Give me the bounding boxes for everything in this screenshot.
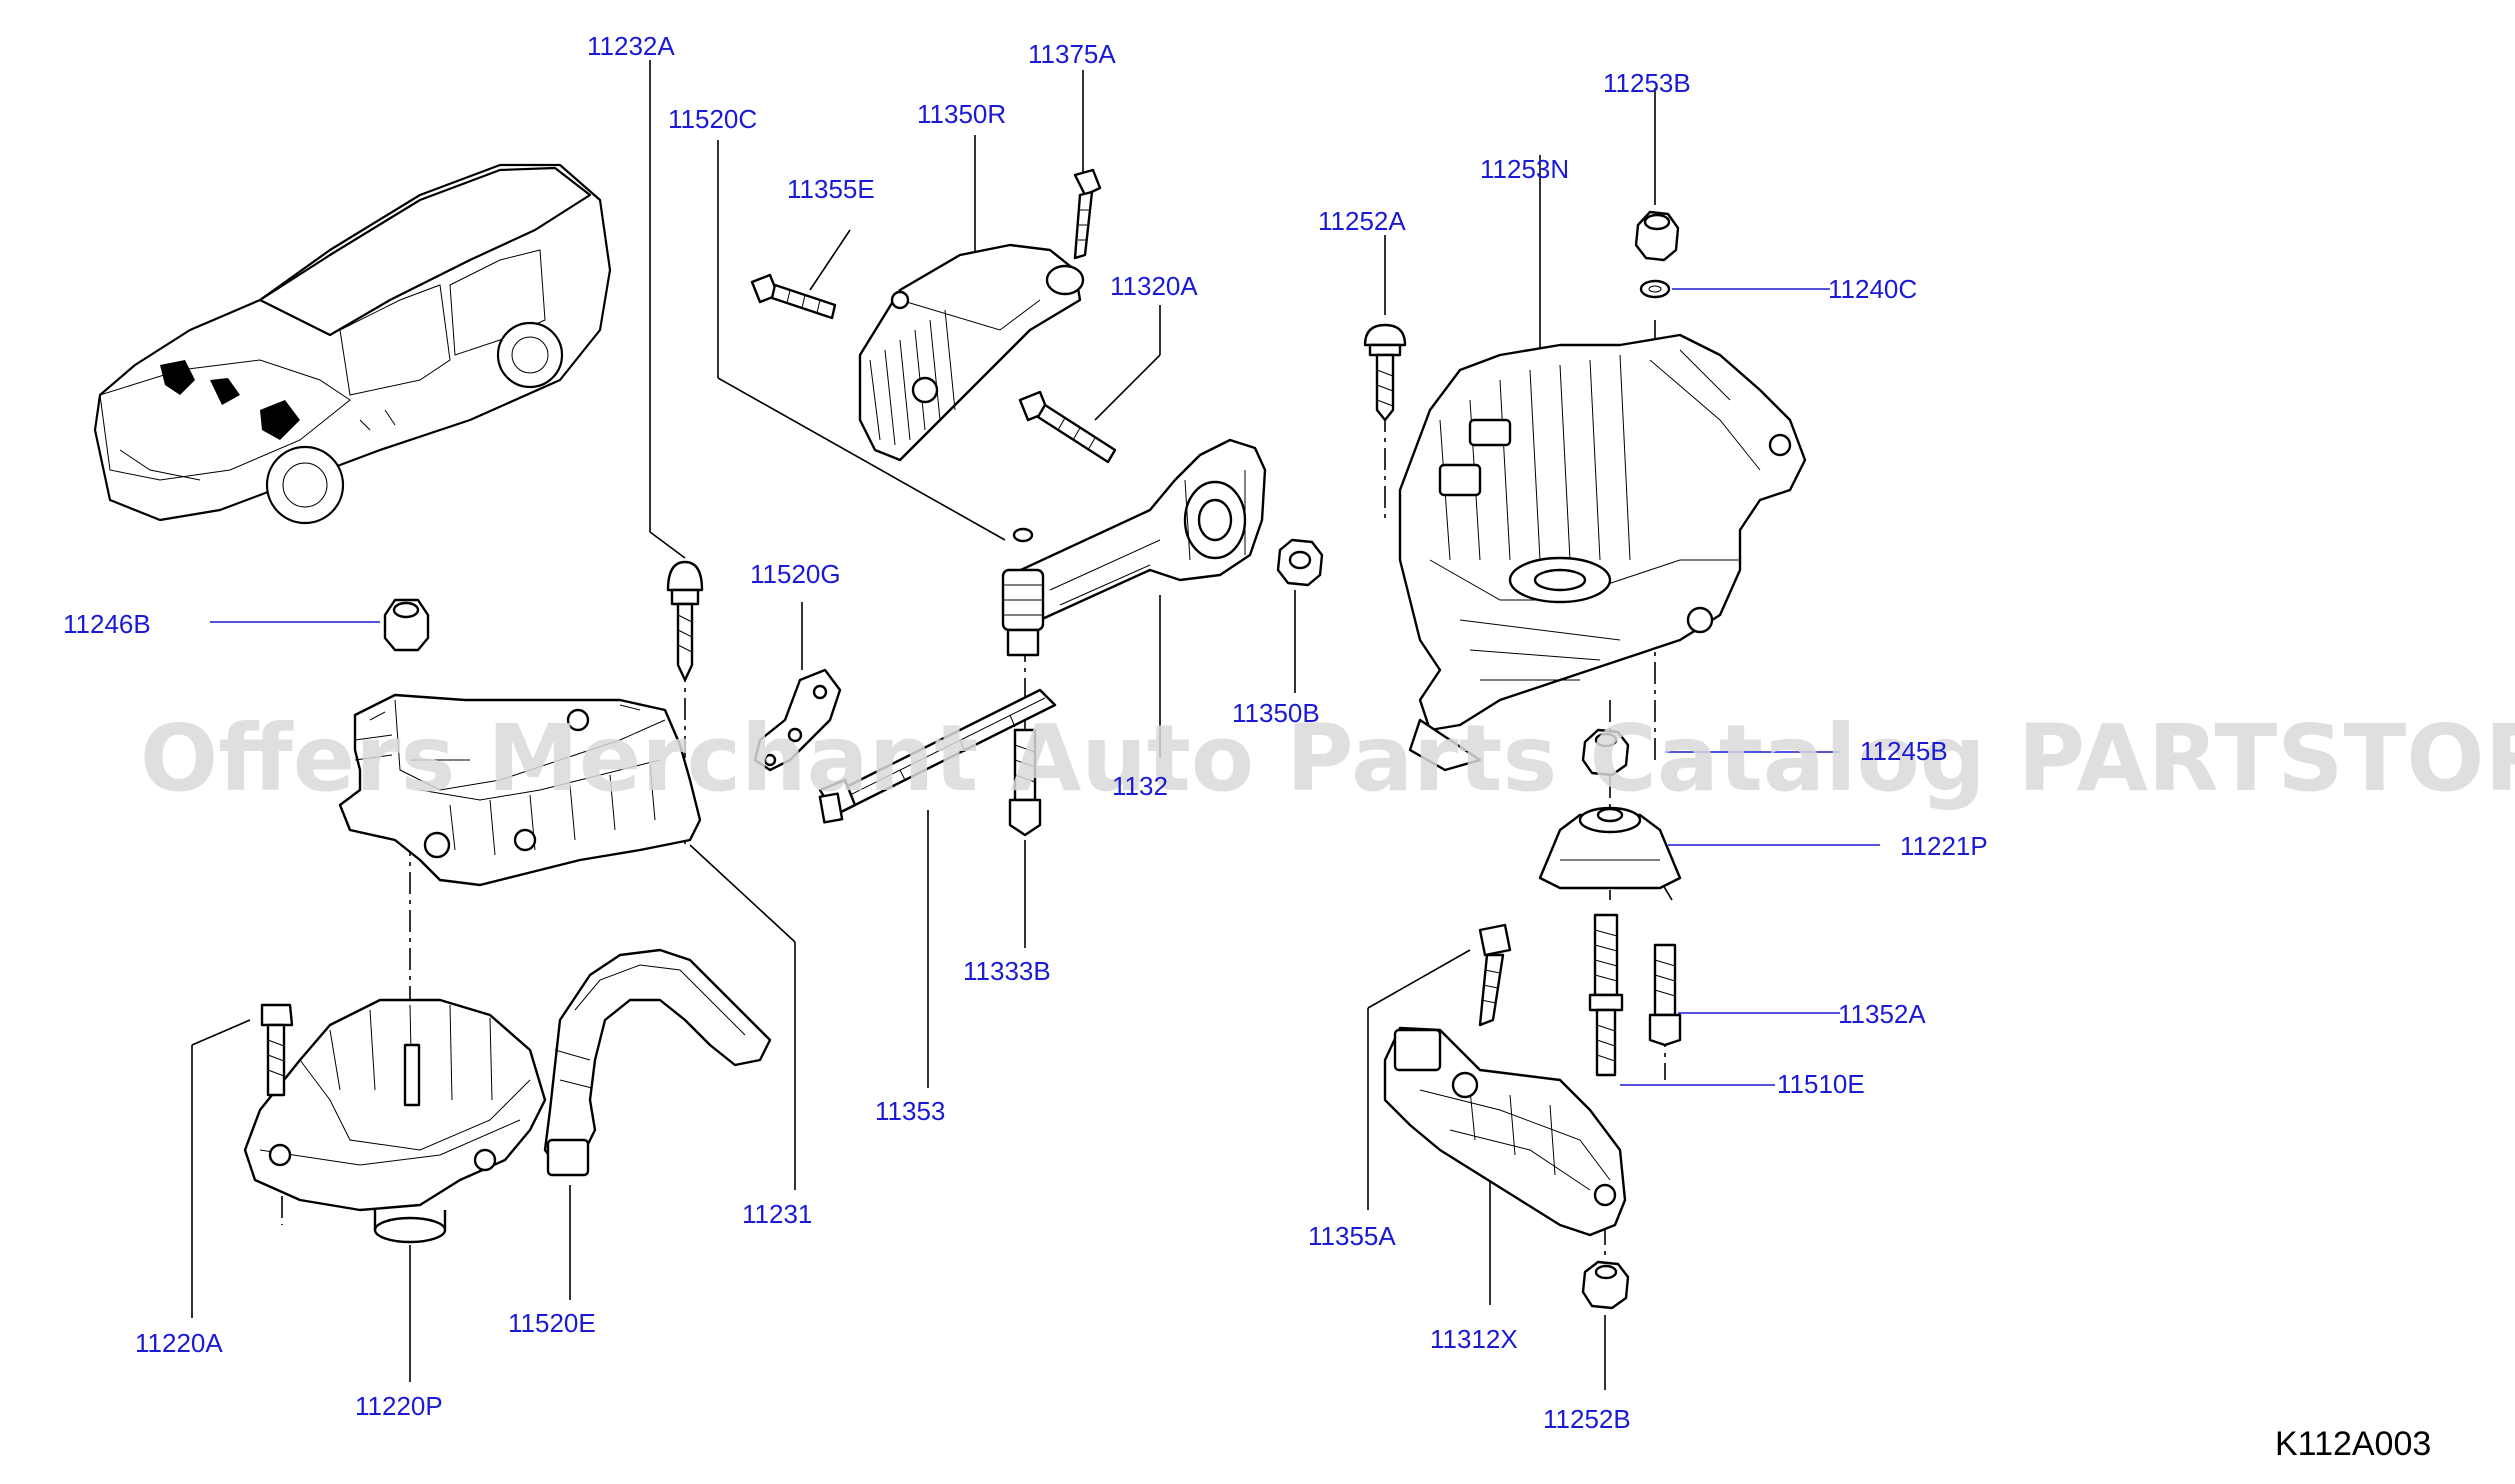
bracket-11312x-shape (1383, 1026, 1627, 1237)
part-label-11510e[interactable]: 11510E (1777, 1069, 1865, 1099)
part-label-11240c[interactable]: 11240C (1828, 274, 1917, 304)
part-label-11253b[interactable]: 11253B (1603, 68, 1691, 98)
mount-11220p-shape (243, 998, 547, 1244)
part-illustrations (243, 168, 1807, 1310)
bolt-11355e-shape (750, 273, 837, 320)
bolt-11252a-shape (1363, 323, 1407, 422)
part-label-11252b[interactable]: 11252B (1543, 1404, 1631, 1434)
part-label-11252a[interactable]: 11252A (1318, 206, 1406, 236)
nut-11246b-shape (383, 598, 430, 652)
bolt-11355a-shape (1478, 923, 1512, 1027)
diagram-code: K112A003 (2275, 1425, 2431, 1463)
leader-lines (191, 60, 1880, 1390)
nut-11252b-shape (1581, 1260, 1630, 1310)
bracket-11520e-shape (543, 948, 772, 1177)
part-label-11320a[interactable]: 11320A (1110, 271, 1198, 301)
mount-11350r-shape (858, 243, 1085, 462)
bolt-11232a-shape (666, 560, 704, 682)
part-label-11232a[interactable]: 11232A (587, 31, 675, 61)
part-label-11355a[interactable]: 11355A (1308, 1221, 1396, 1251)
bracket-11231-shape (338, 693, 702, 887)
bolt-11352a-shape (1648, 943, 1682, 1047)
stud-11510e-shape (1588, 913, 1624, 1077)
part-label-11520e[interactable]: 11520E (508, 1308, 596, 1338)
part-label-11355e[interactable]: 11355E (787, 174, 875, 204)
vehicle-illustration (93, 163, 612, 525)
part-label-11333b[interactable]: 11333B (963, 956, 1051, 986)
washer-11240c-shape (1639, 279, 1671, 299)
part-label-11312x[interactable]: 11312X (1430, 1324, 1518, 1354)
part-label-11375a[interactable]: 11375A (1028, 39, 1116, 69)
insulator-11221p-shape (1538, 806, 1682, 890)
part-label-11520c[interactable]: 11520C (668, 104, 757, 134)
part-label-11253n[interactable]: 11253N (1480, 154, 1569, 184)
bolt-11220a-shape (260, 1003, 294, 1097)
bolt-11375a-shape (1073, 168, 1102, 260)
nut-11245b-shape (1581, 728, 1630, 777)
part-label-11221p[interactable]: 11221P (1900, 831, 1988, 861)
part-number-labels: 11232A 11375A 11520C 11350R 11355E 11320… (63, 31, 1988, 1434)
bolt-11333b-shape (1008, 728, 1042, 837)
part-label-11246b[interactable]: 11246B (63, 609, 151, 639)
part-label-11350b[interactable]: 11350B (1232, 698, 1320, 728)
bracket-11520g-shape (753, 668, 842, 772)
rod-11353-shape (818, 688, 1057, 824)
nut-11253b-shape (1634, 210, 1680, 262)
part-label-11350r[interactable]: 11350R (917, 99, 1006, 129)
mount-11253n-shape (1398, 333, 1807, 772)
part-label-11520g[interactable]: 11520G (750, 559, 841, 589)
part-label-11320[interactable]: 1132 (1112, 771, 1168, 801)
part-label-11245b[interactable]: 11245B (1860, 736, 1948, 766)
watermark-text: Offers Merchant Auto Parts Catalog PARTS… (140, 705, 2515, 812)
part-label-11220a[interactable]: 11220A (135, 1328, 223, 1358)
part-label-11352a[interactable]: 11352A (1838, 999, 1926, 1029)
part-label-11231[interactable]: 11231 (742, 1199, 812, 1229)
part-label-11353[interactable]: 11353 (875, 1096, 945, 1126)
part-label-11220p[interactable]: 11220P (355, 1391, 443, 1421)
nut-11350b-shape (1276, 538, 1324, 587)
torque-rod-11320-shape (1001, 438, 1267, 657)
bolt-11320a-shape (1018, 390, 1117, 464)
